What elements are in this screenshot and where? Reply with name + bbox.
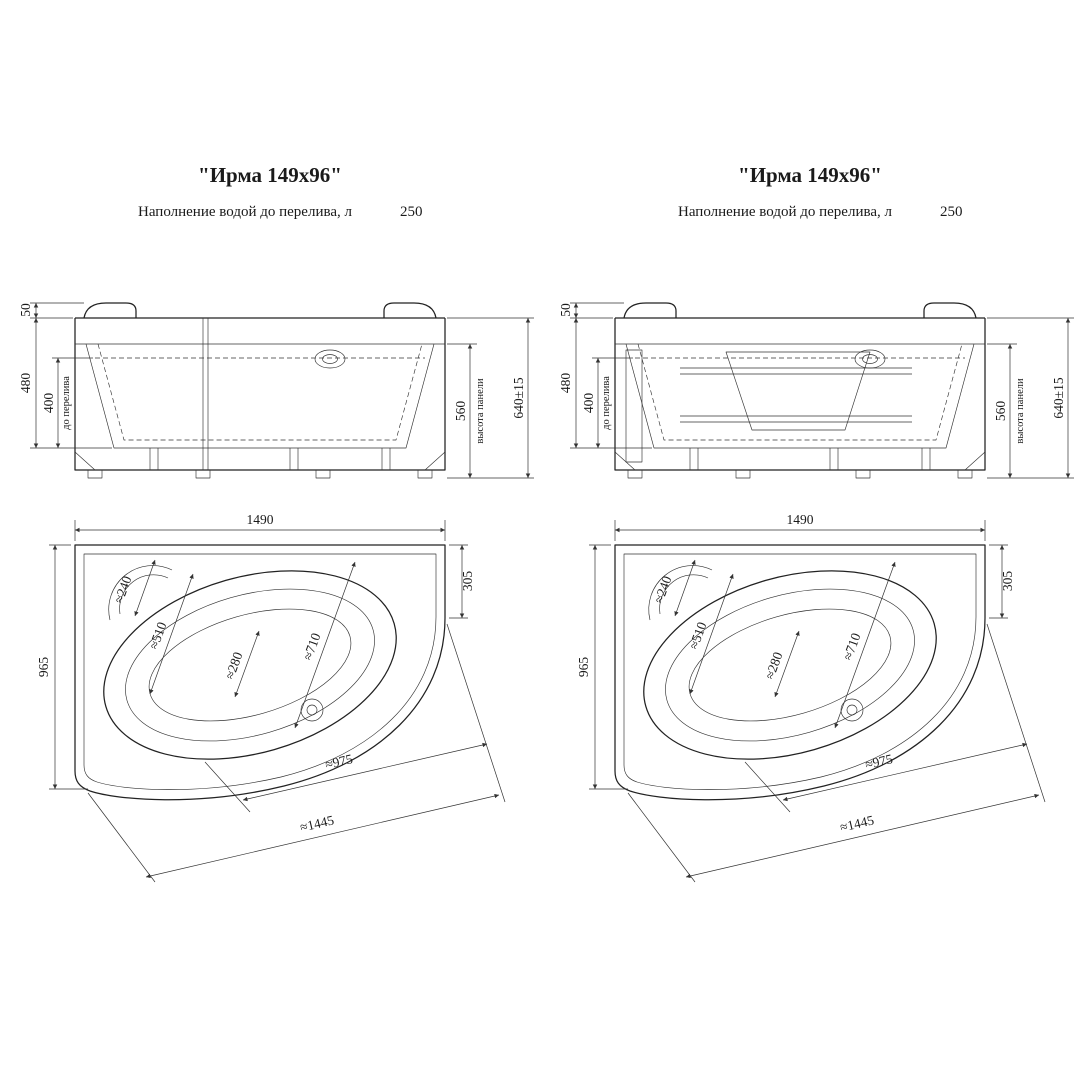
subtitle-label: Наполнение водой до перелива, л <box>138 204 352 220</box>
dim-400: 400 <box>581 393 596 414</box>
dim-560: 560 <box>993 401 1008 422</box>
dim-965: 965 <box>36 657 51 678</box>
headrest-arc <box>108 565 173 621</box>
dim-710: ≈710 <box>300 631 324 662</box>
dim-1445: ≈1445 <box>299 812 336 834</box>
dim-240: ≈240 <box>111 574 135 605</box>
dim-305: 305 <box>460 571 475 592</box>
dim-975: ≈975 <box>324 751 355 772</box>
subtitle-value: 250 <box>940 204 963 220</box>
dim-640: 640±15 <box>511 377 526 418</box>
bowl <box>643 570 937 760</box>
overflow-fitting <box>314 349 346 369</box>
dim-480: 480 <box>558 373 573 394</box>
dim-640: 640±15 <box>1051 377 1066 418</box>
dim-1445: ≈1445 <box>839 812 876 834</box>
dim-510: ≈510 <box>146 620 170 651</box>
dim-240: ≈240 <box>651 574 675 605</box>
subtitle-value: 250 <box>400 204 423 220</box>
plan-dimensions: 1490 305 965 ≈240 ≈510 ≈280 ≈710 ≈975 <box>36 512 506 883</box>
panel-right: "Ирма 149x96" Наполнение водой до перели… <box>540 0 1080 1080</box>
dim-1490: 1490 <box>247 512 274 527</box>
support-frame <box>625 349 912 463</box>
dim-305: 305 <box>1000 571 1015 592</box>
dim-400: 400 <box>41 393 56 414</box>
overflow-label: до перелива <box>601 376 612 430</box>
page-title: "Ирма 149x96" <box>738 163 882 187</box>
panel-left: "Ирма 149x96" Наполнение водой до перели… <box>18 163 534 883</box>
panel-height-label: высота панели <box>475 378 486 444</box>
plan-dimensions: 1490 305 965 ≈240 ≈510 ≈280 ≈710 ≈975 <box>576 512 1046 883</box>
subtitle-label: Наполнение водой до перелива, л <box>678 204 892 220</box>
front-dimensions: 50 480 400 до перелива 560 высота панели… <box>18 302 534 479</box>
dim-280: ≈280 <box>222 650 246 681</box>
headrest-arc <box>648 565 713 621</box>
dim-280: ≈280 <box>762 650 786 681</box>
page-title: "Ирма 149x96" <box>198 163 342 187</box>
dim-480: 480 <box>18 373 33 394</box>
dim-965: 965 <box>576 657 591 678</box>
dim-510: ≈510 <box>686 620 710 651</box>
technical-drawing-left: "Ирма 149x96" Наполнение водой до перели… <box>18 163 534 883</box>
overflow-label: до перелива <box>61 376 72 430</box>
front-view <box>614 302 986 479</box>
dim-560: 560 <box>453 401 468 422</box>
dim-975: ≈975 <box>864 751 895 772</box>
front-view <box>74 302 446 479</box>
panel-height-label: высота панели <box>1015 378 1026 444</box>
dim-710: ≈710 <box>840 631 864 662</box>
bowl <box>103 570 397 760</box>
dim-50: 50 <box>18 303 33 317</box>
dim-50: 50 <box>558 303 573 317</box>
technical-drawing-right: "Ирма 149x96" Наполнение водой до перели… <box>558 163 1074 883</box>
dim-1490: 1490 <box>787 512 814 527</box>
front-dimensions: 50 480 400 до перелива 560 высота панели… <box>558 302 1074 479</box>
